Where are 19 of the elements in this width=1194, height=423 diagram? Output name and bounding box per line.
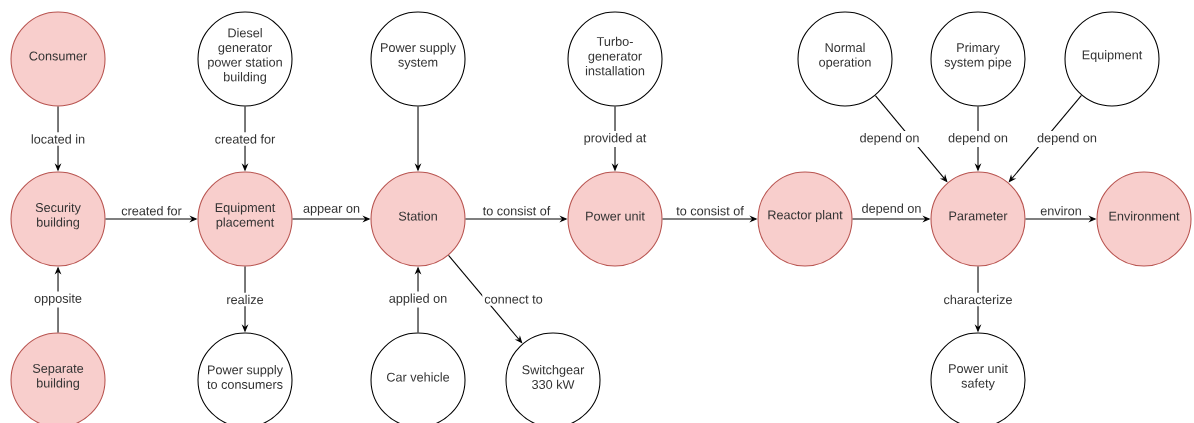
edge-label: environ [1040,206,1081,216]
edge-label: appear on [303,205,360,216]
edge-label: created for [212,132,278,146]
edge-label: realize [224,292,266,307]
edge-label: created for [121,206,182,216]
edge-label: connect to [482,293,545,306]
edge-label: applied on [386,291,450,308]
edge-label: depend on [946,131,1010,147]
arrow [1008,94,1083,183]
arrow [448,254,523,344]
edge-label: provided at [581,131,649,147]
edge-label: to consist of [482,206,551,216]
edge-label: located in [28,132,88,146]
edge-label: depend on [862,203,921,216]
edge-label: depend on [857,131,922,147]
edge-label: to consist of [676,206,744,216]
edge-label: characterize [941,292,1015,307]
edge-label: opposite [32,291,84,308]
edge-label: depend on [1035,131,1099,147]
